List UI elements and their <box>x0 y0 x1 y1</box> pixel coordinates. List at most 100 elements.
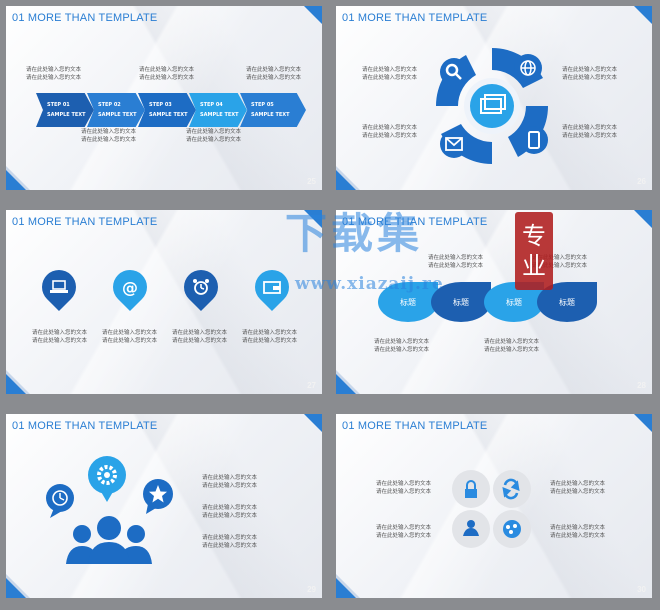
text-placeholder: 请在此处输入您的文本 <box>374 339 430 345</box>
text-placeholder: 请在此处输入您的文本 <box>186 137 242 143</box>
step-arrow: STEP 02 SAMPLE TEXT <box>87 93 145 127</box>
corner-decoration <box>304 6 322 24</box>
step-arrow: STEP 05 SAMPLE TEXT <box>240 93 306 127</box>
step-label: STEP 05 <box>251 102 274 108</box>
text-placeholder: 请在此处输入您的文本 <box>428 255 484 261</box>
text-placeholder: 请在此处输入您的文本 <box>484 347 540 353</box>
team-illustration <box>46 456 173 564</box>
mail-icon <box>445 137 463 151</box>
corner-decoration <box>6 578 26 598</box>
corner-decoration <box>634 210 652 228</box>
text-placeholder: 请在此处输入您的文本 <box>26 75 82 81</box>
page-number: 30 <box>637 585 646 594</box>
page-number: 26 <box>637 177 646 186</box>
slide-title: 01 MORE THAN TEMPLATE <box>12 420 158 432</box>
page-number: 27 <box>307 381 316 390</box>
text-placeholder: 请在此处输入您的文本 <box>139 67 195 73</box>
text-placeholder: 请在此处输入您的文本 <box>532 255 588 261</box>
drop-label: 标题 <box>506 297 522 307</box>
text-placeholder: 请在此处输入您的文本 <box>139 75 195 81</box>
drop-label: 标题 <box>453 297 469 307</box>
step-label: STEP 02 <box>98 102 121 108</box>
corner-decoration <box>6 170 26 190</box>
gear-icon <box>88 456 126 502</box>
corner-decoration <box>336 578 356 598</box>
text-placeholder: 请在此处输入您的文本 <box>562 75 618 81</box>
text-placeholder: 请在此处输入您的文本 <box>32 338 88 344</box>
text-placeholder: 请在此处输入您的文本 <box>246 75 302 81</box>
corner-decoration <box>336 374 356 394</box>
drop-label: 标题 <box>400 297 416 307</box>
step-label: STEP 04 <box>200 102 223 108</box>
corner-decoration <box>304 414 322 432</box>
users-icon <box>66 516 152 564</box>
search-icon <box>445 63 462 80</box>
step-arrow: STEP 04 SAMPLE TEXT <box>189 93 247 127</box>
corner-decoration <box>634 414 652 432</box>
step-arrow: STEP 01 SAMPLE TEXT <box>36 93 94 127</box>
text-placeholder: 请在此处输入您的文本 <box>32 330 88 336</box>
icon-circle <box>493 470 531 508</box>
page-number: 25 <box>307 177 316 186</box>
text-placeholder: 请在此处输入您的文本 <box>81 129 137 135</box>
wallet-icon <box>255 270 289 304</box>
page-number: 29 <box>307 585 316 594</box>
lock-icon <box>465 480 477 498</box>
text-placeholder: 请在此处输入您的文本 <box>102 338 158 344</box>
drop-shape: 标题 <box>484 282 544 322</box>
icon-grid <box>463 478 521 538</box>
drop-shape: 标题 <box>378 282 438 322</box>
text-placeholder: 请在此处输入您的文本 <box>550 525 606 531</box>
text-placeholder: 请在此处输入您的文本 <box>562 67 618 73</box>
corner-decoration <box>634 6 652 24</box>
step-label: STEP 03 <box>149 102 172 108</box>
alarm-icon <box>184 270 218 304</box>
user-icon <box>463 520 479 536</box>
refresh-icon <box>502 478 520 500</box>
text-placeholder: 请在此处输入您的文本 <box>362 133 418 139</box>
drop-label: 标题 <box>559 297 575 307</box>
step-label: STEP 01 <box>47 102 70 108</box>
text-placeholder: 请在此处输入您的文本 <box>362 75 418 81</box>
text-placeholder: 请在此处输入您的文本 <box>202 543 258 549</box>
slide-27[interactable]: 01 MORE THAN TEMPLATE @ 请在此处输入您的文本 请在此处输… <box>6 210 322 394</box>
text-placeholder: 请在此处输入您的文本 <box>562 133 618 139</box>
slide-28[interactable]: 01 MORE THAN TEMPLATE 请在此处输入您的文本 请在此处输入您… <box>336 210 652 394</box>
text-placeholder: 请在此处输入您的文本 <box>532 263 588 269</box>
text-placeholder: 请在此处输入您的文本 <box>242 330 298 336</box>
slide-title: 01 MORE THAN TEMPLATE <box>342 216 488 228</box>
text-placeholder: 请在此处输入您的文本 <box>186 129 242 135</box>
text-placeholder: 请在此处输入您的文本 <box>81 137 137 143</box>
text-placeholder: 请在此处输入您的文本 <box>484 339 540 345</box>
laptop-icon <box>42 270 76 304</box>
step-sub: SAMPLE TEXT <box>251 112 290 118</box>
step-arrow: STEP 03 SAMPLE TEXT <box>138 93 196 127</box>
step-sub: SAMPLE TEXT <box>47 112 86 118</box>
text-placeholder: 请在此处输入您的文本 <box>376 525 432 531</box>
text-placeholder: 请在此处输入您的文本 <box>202 535 258 541</box>
text-placeholder: 请在此处输入您的文本 <box>550 481 606 487</box>
slide-29[interactable]: 01 MORE THAN TEMPLATE <box>6 414 322 598</box>
slide-25[interactable]: 01 MORE THAN TEMPLATE 请在此处输入您的文本 请在此处输入您… <box>6 6 322 190</box>
slide-30[interactable]: 01 MORE THAN TEMPLATE 请在此处输入您的文本 请在此处输入您… <box>336 414 652 598</box>
drop-shape: 标题 <box>537 282 597 322</box>
text-placeholder: 请在此处输入您的文本 <box>26 67 82 73</box>
text-placeholder: 请在此处输入您的文本 <box>362 125 418 131</box>
text-placeholder: 请在此处输入您的文本 <box>202 513 258 519</box>
step-sub: SAMPLE TEXT <box>98 112 137 118</box>
slide-26[interactable]: 01 MORE THAN TEMPLATE 请在此处输入您的文本 请在此处输入您… <box>336 6 652 190</box>
text-placeholder: 请在此处输入您的文本 <box>550 533 606 539</box>
text-placeholder: 请在此处输入您的文本 <box>428 263 484 269</box>
text-placeholder: 请在此处输入您的文本 <box>376 533 432 539</box>
at-icon: @ <box>122 277 138 297</box>
page-number: 28 <box>637 381 646 390</box>
step-sub: SAMPLE TEXT <box>200 112 239 118</box>
text-placeholder: 请在此处输入您的文本 <box>202 505 258 511</box>
text-placeholder: 请在此处输入您的文本 <box>246 67 302 73</box>
text-placeholder: 请在此处输入您的文本 <box>376 481 432 487</box>
slide-title: 01 MORE THAN TEMPLATE <box>342 420 488 432</box>
text-placeholder: 请在此处输入您的文本 <box>562 125 618 131</box>
text-placeholder: 请在此处输入您的文本 <box>202 483 258 489</box>
mobile-icon <box>528 131 540 149</box>
globe-icon <box>520 60 536 76</box>
